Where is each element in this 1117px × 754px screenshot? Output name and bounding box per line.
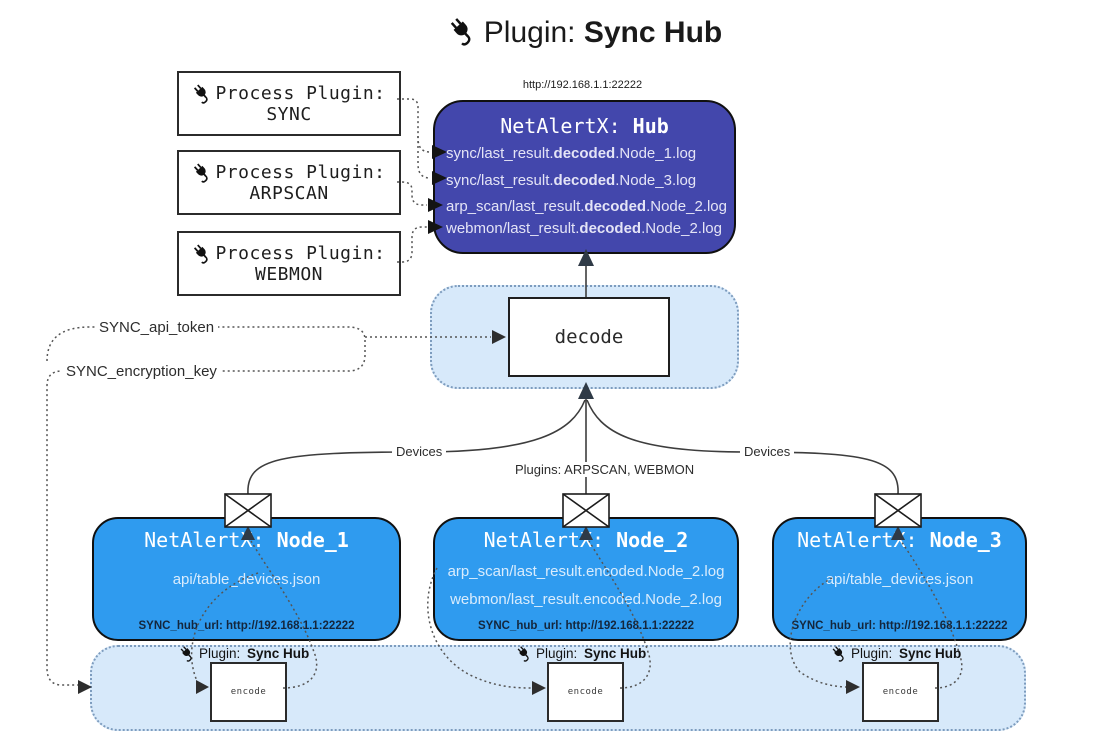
node-hub-url: SYNC_hub_url: http://192.168.1.1:22222 — [477, 620, 695, 632]
sync-api-token-label: SYNC_api_token — [95, 319, 219, 336]
encode-box: encode — [862, 662, 939, 722]
hub-url-label: http://192.168.1.1:22222 — [522, 79, 643, 91]
process-plugin-name: ARPSCAN — [249, 182, 329, 204]
encoder-label: Plugin: Sync Hub — [516, 644, 646, 662]
node-line: api/table_devices.json — [825, 571, 974, 588]
process-plugin-label: Process Plugin: — [215, 242, 386, 264]
plug-icon — [192, 243, 213, 264]
node-hub-url: SYNC_hub_url: http://192.168.1.1:22222 — [791, 620, 1008, 632]
hub-log-line: sync/last_result.decoded.Node_3.log — [446, 172, 697, 189]
node-box-2: NetAlertX: Node_2 arp_scan/last_result.e… — [433, 517, 739, 641]
page-title: Plugin: Sync Hub — [0, 16, 1117, 50]
title-name: Sync Hub — [583, 16, 723, 49]
encode-box: encode — [547, 662, 624, 722]
node-box-1: NetAlertX: Node_1 api/table_devices.json… — [92, 517, 401, 641]
plug-icon — [192, 162, 213, 183]
title-prefix: Plugin: — [483, 16, 584, 49]
process-plugin-name: SYNC — [266, 103, 312, 125]
plugins-edge-label: Plugins: ARPSCAN, WEBMON — [511, 462, 699, 477]
encoder-label: Plugin: Sync Hub — [179, 644, 309, 662]
hub-box: NetAlertX: Hub sync/last_result.decoded.… — [433, 100, 736, 254]
node-title: NetAlertX: Node_1 — [144, 528, 349, 552]
plug-icon — [831, 645, 848, 662]
node-title: NetAlertX: Node_3 — [797, 528, 1002, 552]
node-line: webmon/last_result.encoded.Node_2.log — [450, 591, 722, 608]
node-line: api/table_devices.json — [172, 571, 321, 588]
plug-icon — [448, 16, 478, 46]
encoder-label: Plugin: Sync Hub — [831, 644, 961, 662]
process-plugin-box-webmon: Process Plugin: WEBMON — [177, 231, 401, 296]
devices-label-right: Devices — [740, 444, 795, 459]
hub-log-line: arp_scan/last_result.decoded.Node_2.log — [446, 198, 727, 215]
hub-log-line: sync/last_result.decoded.Node_1.log — [446, 145, 697, 162]
process-plugin-label: Process Plugin: — [215, 82, 386, 104]
process-plugin-box-sync: Process Plugin: SYNC — [177, 71, 401, 136]
node-title: NetAlertX: Node_2 — [483, 528, 689, 552]
hub-log-line: webmon/last_result.decoded.Node_2.log — [446, 220, 722, 237]
hub-title: NetAlertX: Hub — [500, 114, 669, 138]
node-line: arp_scan/last_result.encoded.Node_2.log — [447, 563, 725, 580]
process-plugin-label: Process Plugin: — [215, 161, 386, 183]
sync-encryption-key-label: SYNC_encryption_key — [62, 363, 221, 380]
decode-box: decode — [508, 297, 670, 377]
node-hub-url: SYNC_hub_url: http://192.168.1.1:22222 — [138, 620, 355, 632]
plug-icon — [516, 645, 533, 662]
encode-box: encode — [210, 662, 287, 722]
plug-icon — [179, 645, 196, 662]
node-box-3: NetAlertX: Node_3 api/table_devices.json… — [772, 517, 1027, 641]
process-plugin-box-arpscan: Process Plugin: ARPSCAN — [177, 150, 401, 215]
devices-label-left: Devices — [392, 444, 447, 459]
plug-icon — [192, 83, 213, 104]
process-plugin-name: WEBMON — [254, 263, 324, 285]
